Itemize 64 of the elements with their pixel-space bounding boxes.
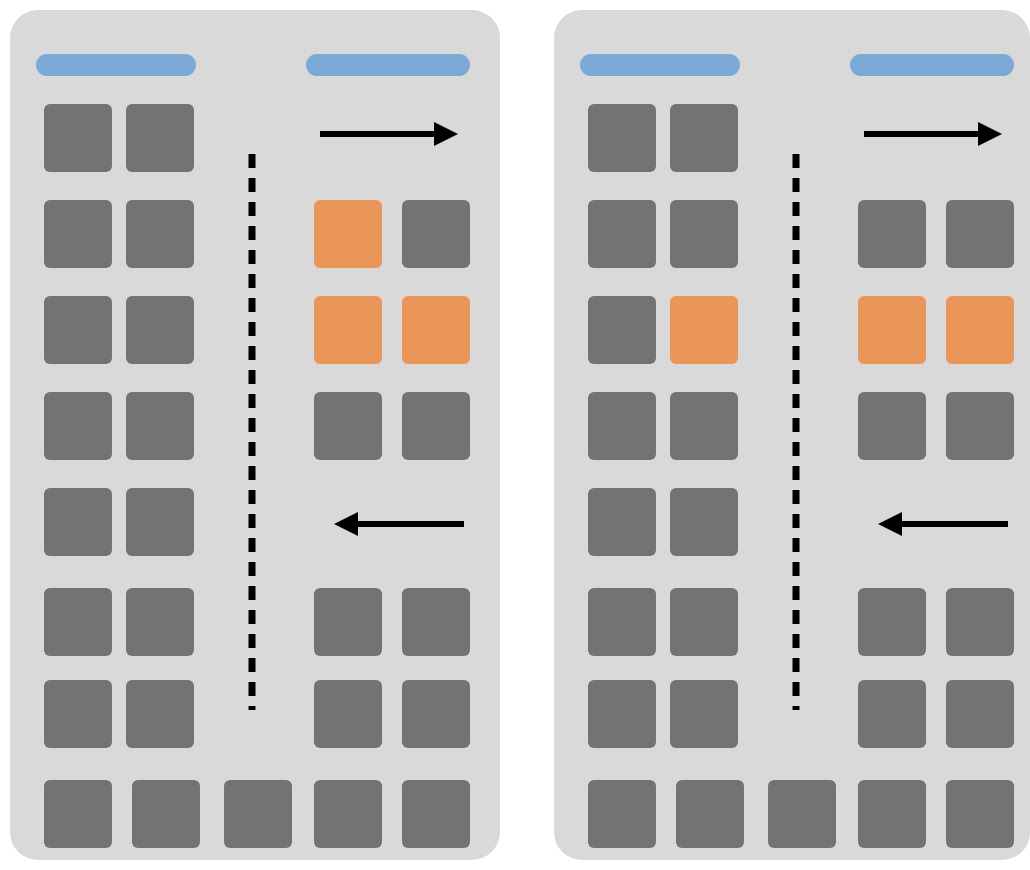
- highlighted-block: [402, 296, 470, 364]
- block: [588, 780, 656, 848]
- header-bar: [306, 54, 470, 76]
- block: [670, 200, 738, 268]
- block: [858, 588, 926, 656]
- block: [402, 200, 470, 268]
- block: [588, 588, 656, 656]
- block: [44, 588, 112, 656]
- block: [588, 104, 656, 172]
- block: [126, 200, 194, 268]
- block: [670, 680, 738, 748]
- block: [858, 392, 926, 460]
- highlighted-block: [946, 296, 1014, 364]
- block: [946, 780, 1014, 848]
- block: [676, 780, 744, 848]
- block: [588, 488, 656, 556]
- block: [224, 780, 292, 848]
- block: [126, 104, 194, 172]
- block: [670, 488, 738, 556]
- block: [402, 588, 470, 656]
- block: [314, 588, 382, 656]
- block: [588, 296, 656, 364]
- header-bar: [850, 54, 1014, 76]
- header-bar: [36, 54, 196, 76]
- block: [126, 296, 194, 364]
- block: [768, 780, 836, 848]
- block: [44, 296, 112, 364]
- header-bar: [580, 54, 740, 76]
- block: [946, 680, 1014, 748]
- block: [402, 680, 470, 748]
- block: [402, 780, 470, 848]
- block: [44, 392, 112, 460]
- block: [588, 392, 656, 460]
- block: [588, 200, 656, 268]
- block: [44, 680, 112, 748]
- block: [946, 200, 1014, 268]
- block: [588, 680, 656, 748]
- highlighted-block: [314, 200, 382, 268]
- block: [44, 780, 112, 848]
- block: [946, 588, 1014, 656]
- block: [858, 780, 926, 848]
- block: [670, 104, 738, 172]
- block: [858, 200, 926, 268]
- block: [314, 392, 382, 460]
- highlighted-block: [858, 296, 926, 364]
- block: [44, 488, 112, 556]
- block: [670, 392, 738, 460]
- rack-panel: [554, 10, 1030, 860]
- block: [126, 488, 194, 556]
- block: [126, 392, 194, 460]
- rack-panel: [10, 10, 500, 860]
- block: [44, 104, 112, 172]
- block: [314, 680, 382, 748]
- block: [126, 680, 194, 748]
- block: [402, 392, 470, 460]
- block: [126, 588, 194, 656]
- block: [858, 680, 926, 748]
- block: [44, 200, 112, 268]
- block: [314, 780, 382, 848]
- block: [946, 392, 1014, 460]
- highlighted-block: [670, 296, 738, 364]
- block: [670, 588, 738, 656]
- block: [132, 780, 200, 848]
- highlighted-block: [314, 296, 382, 364]
